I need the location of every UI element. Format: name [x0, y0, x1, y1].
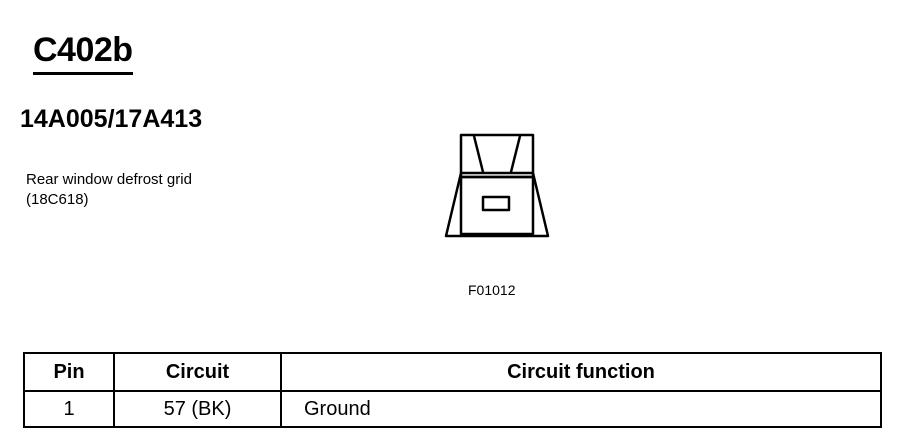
- connector-housing-top: [459, 133, 535, 179]
- cell-pin: 1: [23, 390, 115, 428]
- cell-circuit-function: Ground: [280, 390, 882, 428]
- connector-description: Rear window defrost grid (18C618): [26, 171, 192, 208]
- table-header-row: Pin Circuit Circuit function: [23, 352, 882, 392]
- table-row: 1 57 (BK) Ground: [23, 390, 882, 428]
- connector-latch-left: [472, 135, 485, 173]
- connector-body: [444, 171, 550, 238]
- connector-face-drawing: [444, 133, 550, 238]
- header-pin: Pin: [23, 352, 115, 392]
- terminal-cavity-1: [481, 195, 511, 212]
- figure-code: F01012: [468, 282, 516, 298]
- connector-latch-right: [509, 135, 522, 173]
- pin-table: Pin Circuit Circuit function 1 57 (BK) G…: [23, 352, 882, 428]
- connector-id: C402b: [33, 30, 133, 75]
- part-number: 14A005/17A413: [20, 105, 203, 133]
- cell-circuit: 57 (BK): [113, 390, 282, 428]
- connector-inner-body: [459, 175, 535, 236]
- header-circuit: Circuit: [113, 352, 282, 392]
- header-circuit-function: Circuit function: [280, 352, 882, 392]
